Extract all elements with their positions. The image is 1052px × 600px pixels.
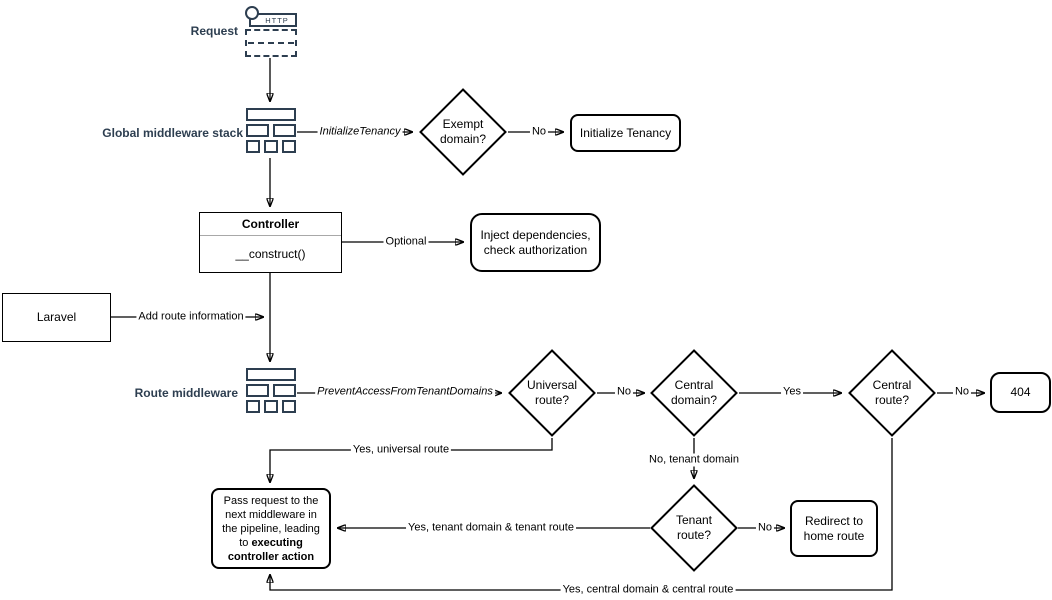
pass-request-text: Pass request to the next middleware in t… — [222, 494, 320, 563]
decision-tenant-route: Tenant route? — [650, 484, 738, 572]
stack-cell — [282, 140, 296, 153]
edge-label-no-universal: No — [614, 385, 634, 399]
stack-cell — [246, 384, 269, 397]
node-pass-request: Pass request to the next middleware in t… — [211, 488, 331, 569]
diamond-shape — [419, 88, 507, 176]
stack-cell — [246, 400, 260, 413]
edge-label-no-exempt: No — [529, 125, 549, 139]
diamond-shape — [650, 349, 738, 437]
decision-label: Universal route? — [526, 378, 577, 407]
node-initialize-tenancy: Initialize Tenancy — [570, 114, 681, 152]
stack-cell — [246, 368, 296, 381]
decision-universal-route: Universal route? — [508, 349, 596, 437]
stack-cell — [264, 400, 278, 413]
http-request-icon: HTTP — [244, 5, 298, 58]
request-circle-icon — [245, 6, 259, 20]
route-middleware-stack-icon — [246, 368, 296, 414]
stack-cell — [246, 108, 296, 121]
diamond-shape — [650, 484, 738, 572]
edge-label-yes-central-route: Yes, central domain & central route — [560, 583, 736, 597]
stack-cell — [273, 124, 296, 137]
node-redirect-home: Redirect to home route — [790, 500, 878, 557]
stack-cell — [264, 140, 278, 153]
diamond-shape — [848, 349, 936, 437]
edge-label-optional: Optional — [383, 235, 429, 249]
stack-cell — [273, 384, 296, 397]
route-middleware-label: Route middleware — [134, 386, 238, 400]
edge-label-initialize-tenancy: InitializeTenancy — [317, 125, 403, 139]
diamond-shape — [508, 349, 596, 437]
edge-label-yes-central-domain: Yes — [781, 385, 803, 399]
stack-cell — [246, 140, 260, 153]
decision-label: Central route? — [872, 378, 912, 407]
request-body-icon — [245, 29, 297, 57]
decision-exempt-domain: Exempt domain? — [419, 88, 507, 176]
stack-cell — [282, 400, 296, 413]
request-label: Request — [190, 24, 238, 38]
decision-label: Exempt domain? — [439, 117, 487, 146]
http-badge: HTTP — [249, 13, 297, 27]
edge-label-add-route-information: Add route information — [136, 310, 246, 324]
decision-central-route: Central route? — [848, 349, 936, 437]
decision-label: Tenant route? — [675, 513, 713, 542]
decision-label: Central domain? — [670, 378, 718, 407]
global-middleware-stack-label: Global middleware stack — [102, 126, 243, 140]
controller-method: __construct() — [235, 247, 306, 261]
request-body-divider — [248, 42, 294, 44]
edge-label-no-tenant-route: No — [755, 521, 775, 535]
edge-label-no-tenant-domain: No, tenant domain — [647, 453, 741, 467]
node-inject-dependencies: Inject dependencies, check authorization — [470, 213, 601, 272]
controller-title: Controller — [200, 213, 341, 236]
edge-label-no-central-route: No — [952, 385, 972, 399]
decision-central-domain: Central domain? — [650, 349, 738, 437]
middleware-stack-icon — [246, 108, 296, 154]
edge-label-yes-tenant-route: Yes, tenant domain & tenant route — [406, 521, 576, 535]
node-laravel: Laravel — [2, 293, 111, 342]
edge-label-prevent-access: PreventAccessFromTenantDomains — [315, 385, 495, 399]
node-404: 404 — [990, 372, 1051, 413]
node-controller: Controller __construct() — [199, 212, 342, 273]
stack-cell — [246, 124, 269, 137]
edge-label-yes-universal-route: Yes, universal route — [350, 443, 452, 457]
